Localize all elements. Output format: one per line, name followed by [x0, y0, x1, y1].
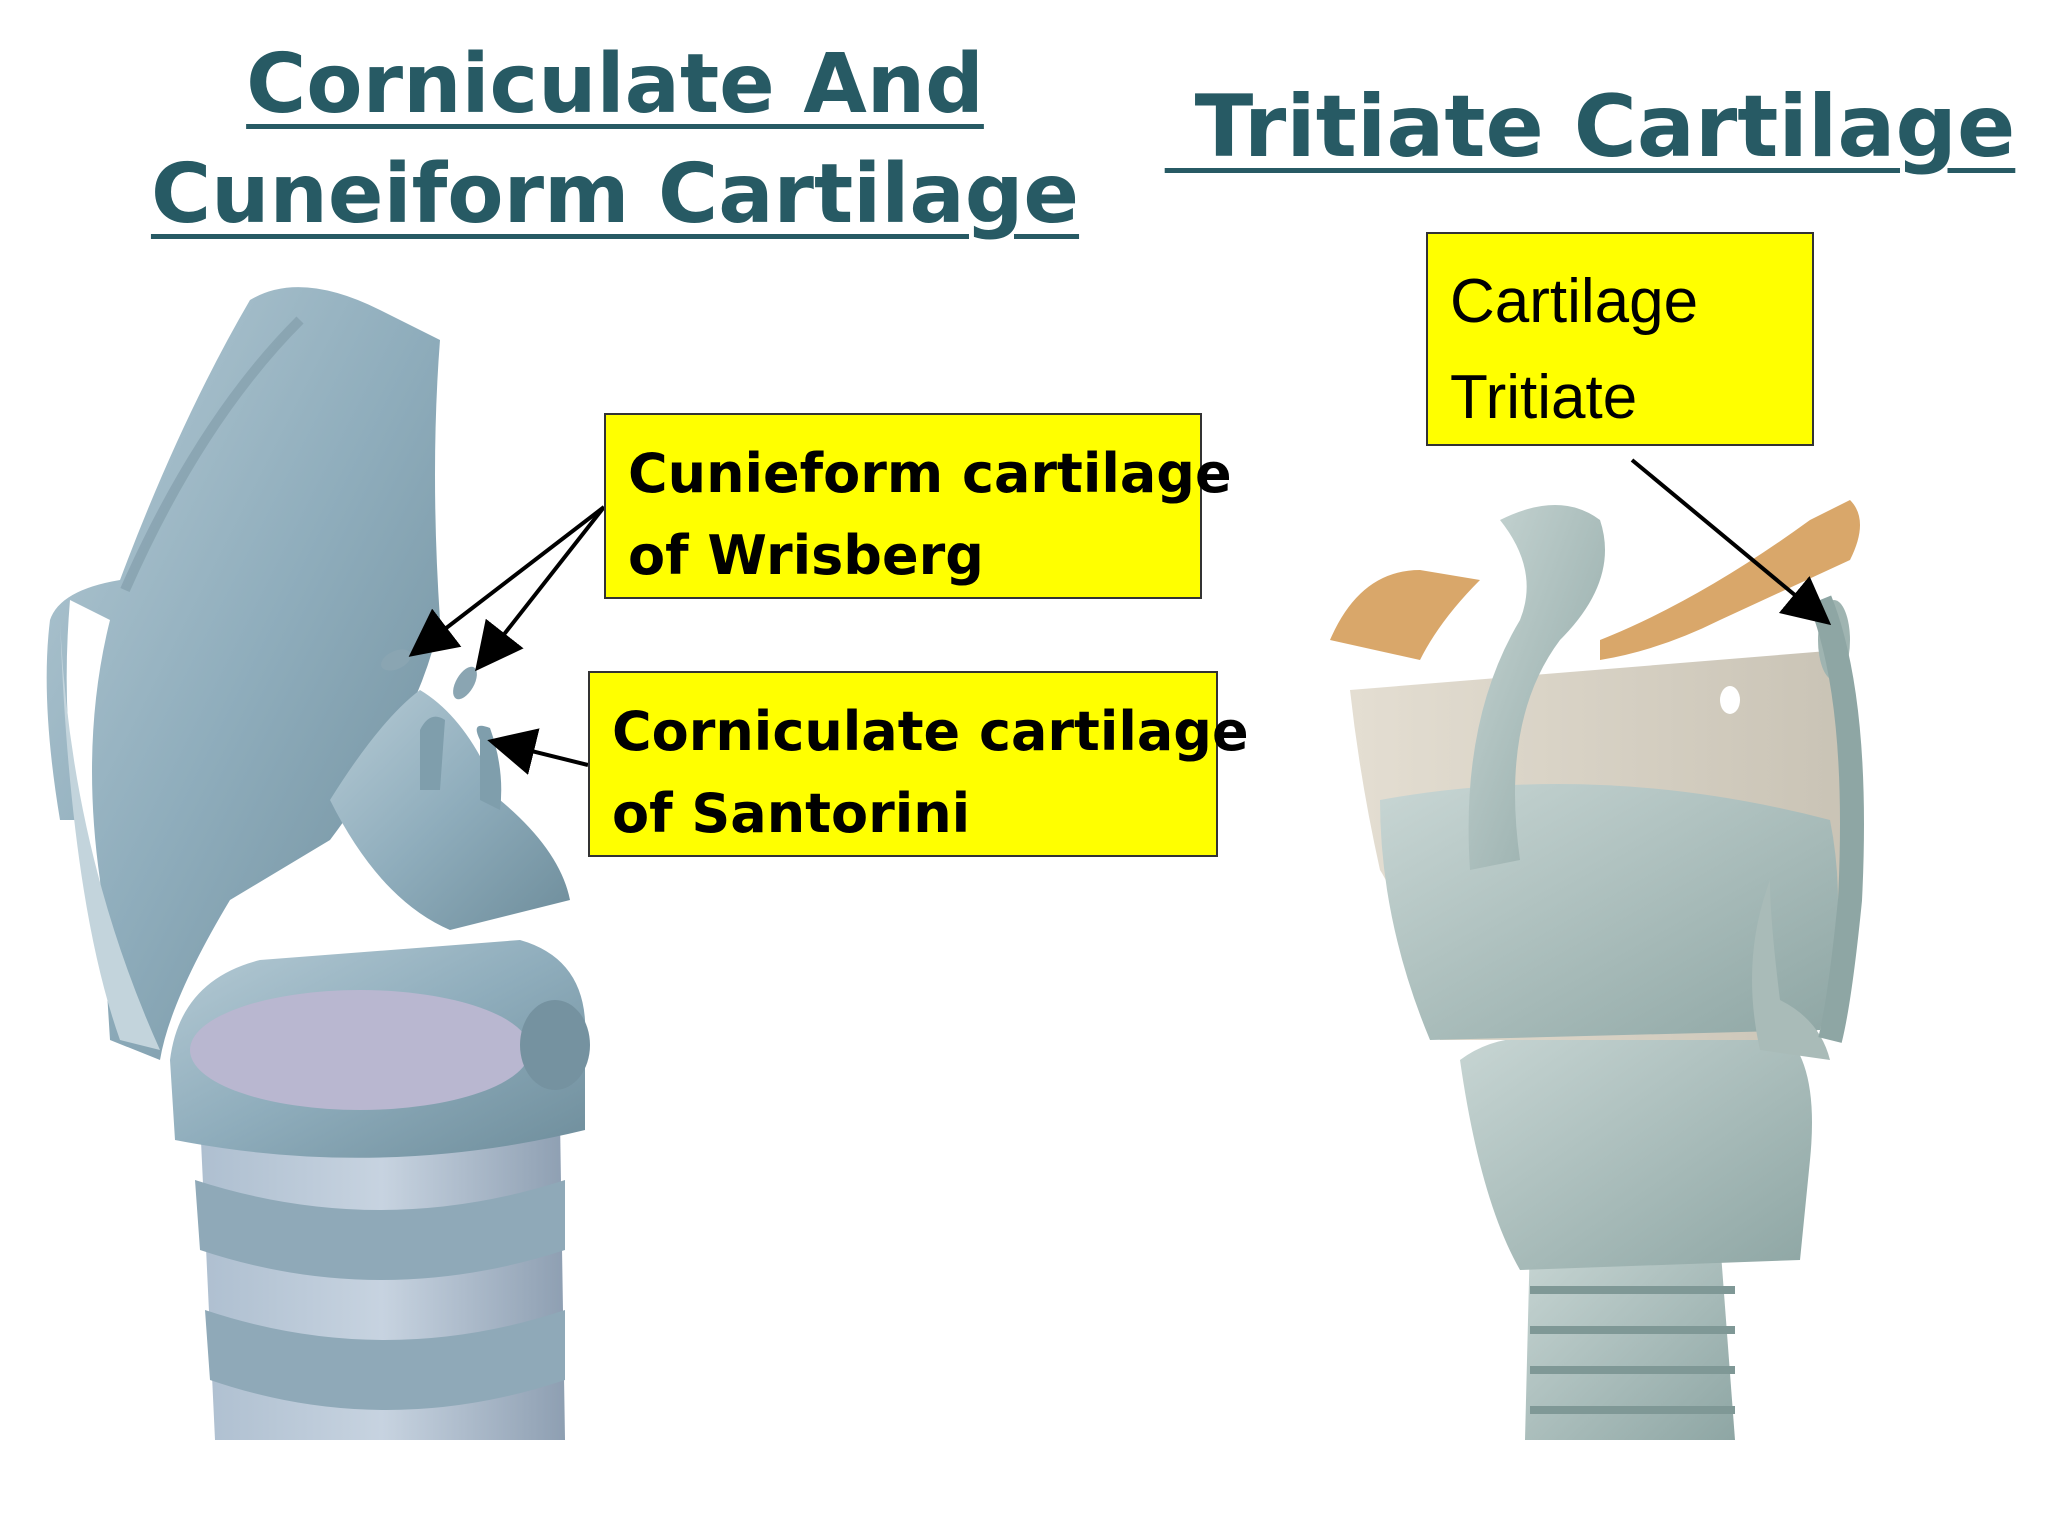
- corniculate-label-line1: Corniculate cartilage: [612, 700, 1249, 763]
- corniculate-label-box: Corniculate cartilage of Santorini: [588, 671, 1249, 857]
- corniculate-cartilage: [476, 725, 502, 810]
- hyoid-bone: [1330, 570, 1480, 660]
- corniculate-label-line2: of Santorini: [612, 782, 971, 845]
- cuneiform-label-line2: of Wrisberg: [628, 524, 984, 587]
- epiglottis: [1468, 505, 1605, 870]
- trachea-ring: [195, 1180, 565, 1280]
- arytenoid-cartilage: [330, 690, 570, 930]
- greater-horn-hyoid: [1600, 500, 1860, 660]
- arrow-cuneiform-1: [408, 505, 606, 657]
- tritiate-label-box: Cartilage Tritiate: [1426, 232, 1814, 446]
- left-title-line1: Corniculate And: [246, 37, 984, 132]
- tritiate-label-line1: Cartilage: [1450, 267, 1699, 336]
- cuneiform-label-box: Cunieform cartilage of Wrisberg: [604, 413, 1232, 599]
- right-larynx-illustration: [1330, 500, 1864, 1440]
- arrow-tritiate: [1630, 458, 1832, 626]
- arrow-cuneiform-2: [475, 505, 606, 672]
- left-title-line2: Cuneiform Cartilage: [150, 147, 1080, 242]
- trachea-ring: [205, 1310, 565, 1410]
- right-title: Tritiate Cartilage: [1164, 77, 2016, 177]
- thyroid-cartilage: [46, 287, 441, 1061]
- tritiate-label-line2: Tritiate: [1450, 363, 1638, 432]
- arrow-corniculate: [487, 728, 589, 775]
- left-larynx-illustration: [46, 287, 590, 1440]
- cuneiform-cartilage: [381, 649, 411, 671]
- left-title: Corniculate And Cuneiform Cartilage: [150, 30, 1080, 250]
- cuneiform-label-line1: Cunieform cartilage: [628, 442, 1232, 505]
